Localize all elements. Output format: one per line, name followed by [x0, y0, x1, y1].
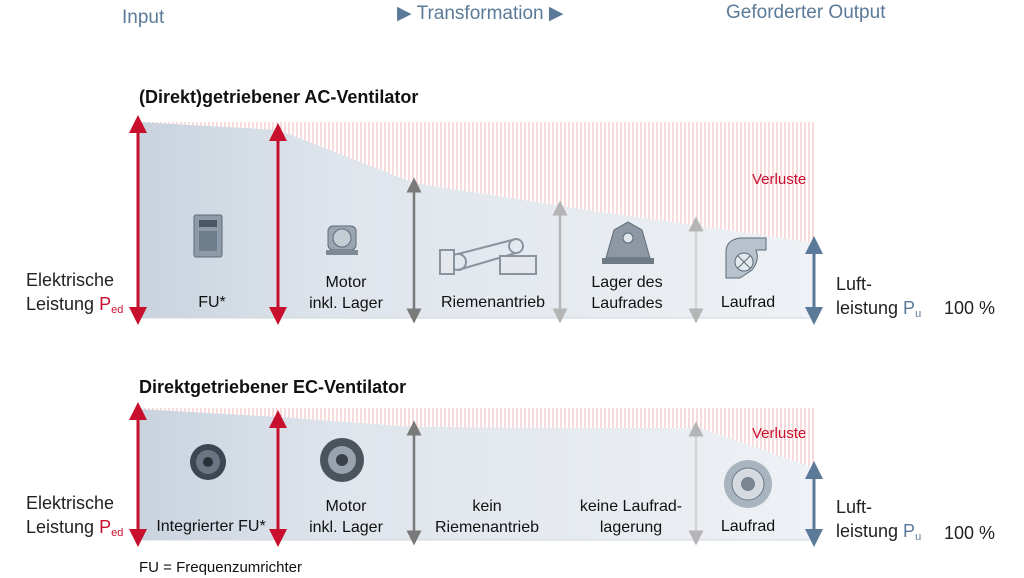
ac-input-label: Elektrische Leistung Ped: [26, 270, 124, 316]
frequency-converter-icon: [193, 214, 223, 258]
header-output: Geforderter Output: [726, 2, 886, 23]
motor-icon: [326, 225, 358, 255]
ec-percent: 100 %: [944, 523, 996, 543]
ac-power-area: [138, 122, 814, 318]
ac-percent: 100 %: [944, 298, 996, 318]
ac-segment-impeller: Laufrad: [720, 294, 776, 311]
ac-segment-fu: FU*: [198, 294, 226, 311]
belt-drive-icon: [439, 238, 537, 275]
header-transformation: ▶ Transformation ▶: [397, 3, 564, 24]
ec-motor-icon: [320, 438, 364, 482]
integrated-converter-icon: [190, 444, 226, 480]
ec-power-area: [138, 409, 814, 540]
play-icon: ▶: [548, 3, 564, 24]
ec-title: Direktgetriebener EC-Ventilator: [139, 377, 407, 397]
ec-segment-no-belt: kein Riemenantrieb: [434, 498, 540, 536]
ec-diagram: [129, 402, 823, 547]
footnote: FU = Frequenzumrichter: [139, 559, 302, 576]
ac-segment-bearing: Lager des Laufrades: [591, 274, 663, 312]
ac-segment-belt: Riemenantrieb: [440, 294, 546, 311]
ac-diagram: [129, 115, 823, 325]
ec-output-label: Luft- leistung Pu: [836, 497, 922, 543]
ec-segment-motor: Motor inkl. Lager: [309, 498, 383, 536]
header-input: Input: [122, 7, 165, 28]
ac-losses-label: Verluste: [752, 171, 807, 188]
ec-segment-no-bearing: keine Laufrad- lagerung: [579, 498, 683, 536]
impeller-icon: [725, 237, 767, 279]
ec-impeller-icon: [724, 460, 772, 508]
ec-segment-converter: Integrierter FU*: [156, 518, 266, 535]
play-icon: ▶: [397, 3, 412, 24]
ac-output-label: Luft- leistung Pu: [836, 274, 922, 320]
ec-losses-label: Verluste: [752, 425, 807, 442]
ac-segment-motor: Motor inkl. Lager: [309, 274, 383, 312]
ac-title: (Direkt)getriebener AC-Ventilator: [139, 87, 419, 107]
ec-segment-impeller: Laufrad: [720, 518, 776, 535]
bearing-icon: [602, 221, 654, 264]
ec-input-label: Elektrische Leistung Ped: [26, 493, 124, 539]
